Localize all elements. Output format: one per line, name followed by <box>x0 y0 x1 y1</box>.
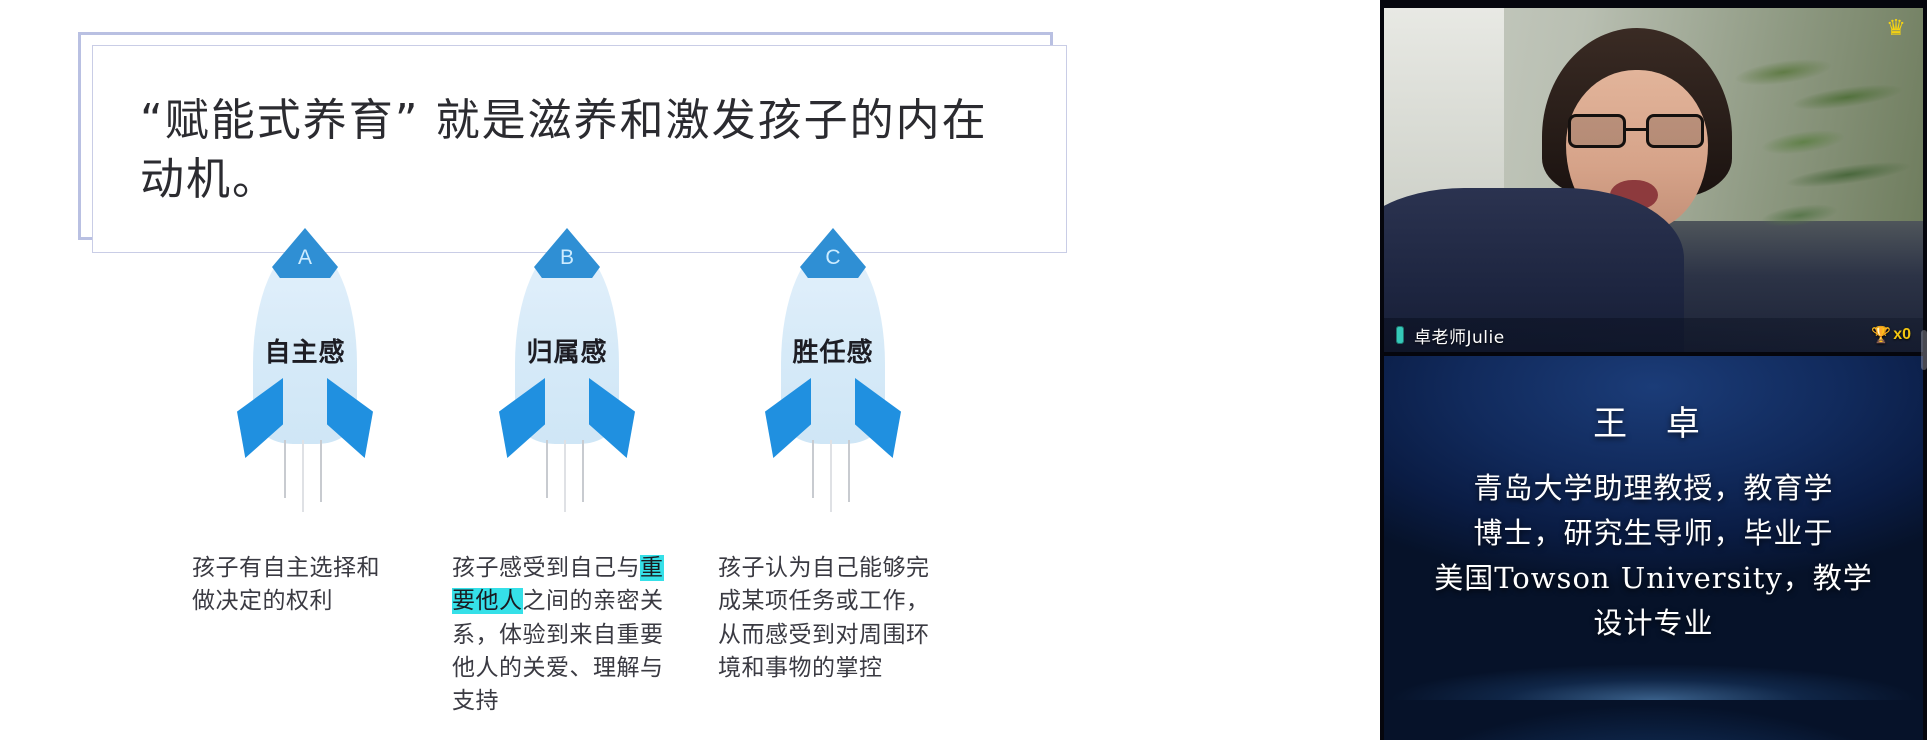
caption-c-text: 孩子认为自己能够完成某项任务或工作，从而感受到对周围环境和事物的掌控 <box>718 555 930 682</box>
slide-title: “赋能式养育” 就是滋养和激发孩子的内在 动机。 <box>112 60 1062 240</box>
rocket-b-letter: B <box>559 245 574 269</box>
speaker-info-panel: 王 卓 青岛大学助理教授，教育学 博士，研究生导师，毕业于 美国Towson U… <box>1384 356 1923 740</box>
rocket-a-letter: A <box>297 245 312 269</box>
speaker-bio-line-2: 博士，研究生导师，毕业于 <box>1473 515 1834 550</box>
earth-glow <box>1384 610 1923 700</box>
shared-slide-area: “赋能式养育” 就是滋养和激发孩子的内在 动机。 A 自主感 <box>0 0 1380 740</box>
video-name-bar: 卓老师Julie 🏆 x0 <box>1384 318 1923 352</box>
rocket-b-exhaust <box>546 440 588 512</box>
speaker-bio-line-4: 设计专业 <box>1593 605 1714 640</box>
vertical-scrollbar[interactable] <box>1921 330 1927 370</box>
speaker-name: 王 卓 <box>1593 404 1714 444</box>
right-panel: ♛ 卓老师Julie 🏆 x0 王 卓 青岛大学助理教授，教育学 博士，研究生导… <box>1380 0 1927 740</box>
caption-a-text: 孩子有自主选择和做决定的权利 <box>192 555 380 615</box>
rocket-c-letter: C <box>825 245 841 269</box>
speaker-bio-line-1: 青岛大学助理教授，教育学 <box>1473 471 1834 505</box>
caption-b-post: 之间的亲密关系，体验到来自重要他人的关爱、理解与支持 <box>452 588 664 715</box>
slide-title-line-2: 动机。 <box>140 154 278 205</box>
slide-title-line-1: “赋能式养育” 就是滋养和激发孩子的内在 <box>140 94 988 146</box>
caption-a: 孩子有自主选择和做决定的权利 <box>192 552 402 619</box>
trophy-count: x0 <box>1893 326 1911 343</box>
glasses-icon <box>1566 114 1708 148</box>
rocket-a-label: 自主感 <box>264 338 346 368</box>
caption-b-pre: 孩子感受到自己与 <box>452 555 640 581</box>
crown-icon: ♛ <box>1886 15 1906 40</box>
trophy-counter[interactable]: 🏆 x0 <box>1871 325 1911 345</box>
presenter-figure <box>1514 28 1764 352</box>
trophy-icon: 🏆 <box>1871 327 1892 344</box>
caption-c: 孩子认为自己能够完成某项任务或工作，从而感受到对周围环境和事物的掌控 <box>718 552 948 685</box>
rocket-b-label: 归属感 <box>526 338 608 368</box>
video-background-window <box>1384 8 1504 208</box>
microphone-icon <box>1396 326 1404 344</box>
speaker-bio: 青岛大学助理教授，教育学 博士，研究生导师，毕业于 美国Towson Unive… <box>1406 466 1901 646</box>
speaker-bio-line-3: 美国Towson University，教学 <box>1434 560 1873 595</box>
rocket-c-exhaust <box>812 440 854 512</box>
video-tile-presenter[interactable]: ♛ 卓老师Julie 🏆 x0 <box>1384 8 1923 352</box>
earth-graphic <box>1384 540 1923 740</box>
rocket-a-exhaust <box>284 440 326 512</box>
rocket-c-label: 胜任感 <box>792 338 874 368</box>
caption-b: 孩子感受到自己与重要他人之间的亲密关系，体验到来自重要他人的关爱、理解与支持 <box>452 552 682 719</box>
slide-canvas: “赋能式养育” 就是滋养和激发孩子的内在 动机。 A 自主感 <box>78 32 1067 719</box>
participant-name: 卓老师Julie <box>1414 327 1505 348</box>
